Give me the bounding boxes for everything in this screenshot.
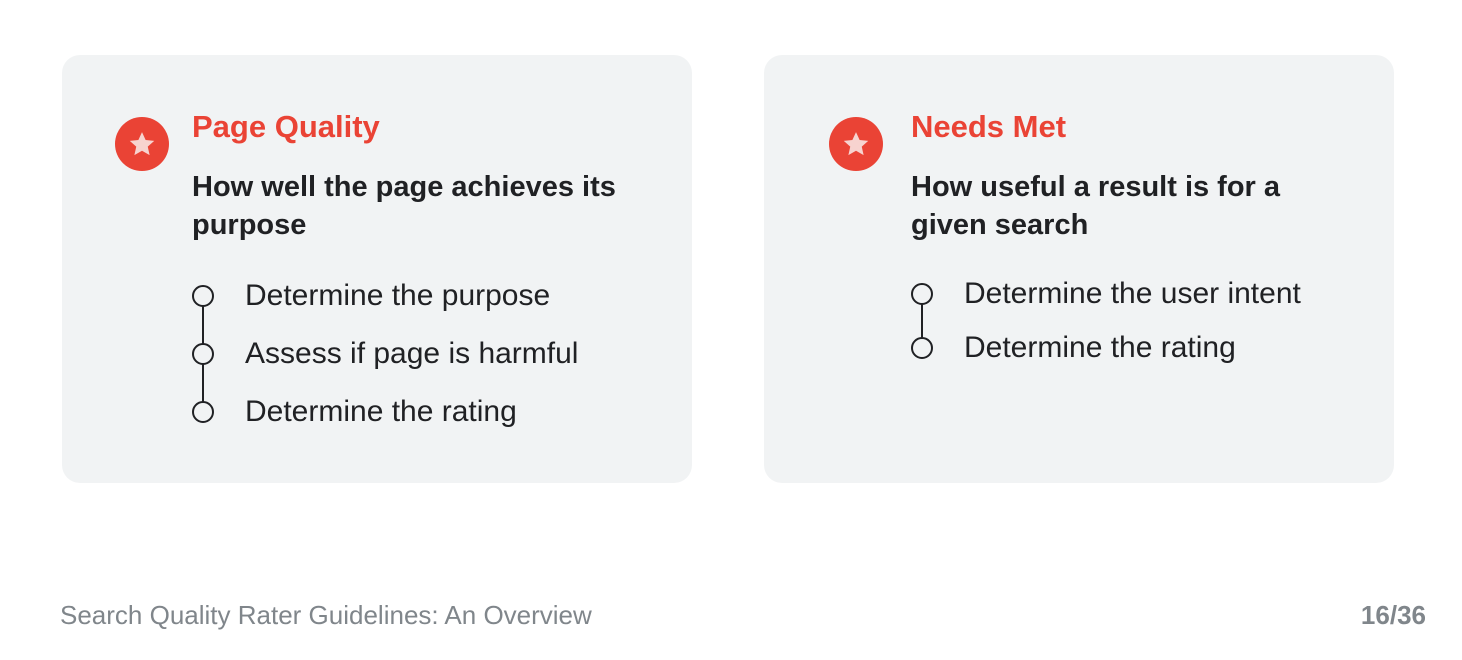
step-item: Determine the rating [192,383,578,441]
step-circle-icon [192,285,214,307]
card-title: Needs Met [911,109,1067,144]
step-label: Assess if page is harmful [245,337,579,370]
step-item: Determine the user intent [911,267,1301,321]
card-title: Page Quality [192,109,380,144]
star-icon [115,117,169,171]
timeline-connector [921,294,923,348]
steps-timeline: Determine the user intent Determine the … [911,267,1301,375]
step-circle-icon [911,283,933,305]
card-subtitle: How well the page achieves its purpose [192,171,616,241]
step-item: Assess if page is harmful [192,325,578,383]
footer-title: Search Quality Rater Guidelines: An Over… [60,600,592,630]
card-subtitle: How useful a result is for a given searc… [911,171,1281,241]
step-label: Determine the rating [245,395,517,428]
step-label: Determine the user intent [964,277,1301,310]
step-circle-icon [911,337,933,359]
step-label: Determine the rating [964,331,1236,364]
step-circle-icon [192,343,214,365]
steps-timeline: Determine the purpose Assess if page is … [192,267,578,441]
step-item: Determine the purpose [192,267,578,325]
page-number: 16/36 [1360,600,1426,630]
star-icon [829,117,883,171]
step-circle-icon [192,401,214,423]
step-label: Determine the purpose [245,279,551,312]
step-item: Determine the rating [911,321,1301,375]
needs-met-card: Needs Met How useful a result is for a g… [764,55,1394,483]
page-quality-card: Page Quality How well the page achieves … [62,55,692,483]
